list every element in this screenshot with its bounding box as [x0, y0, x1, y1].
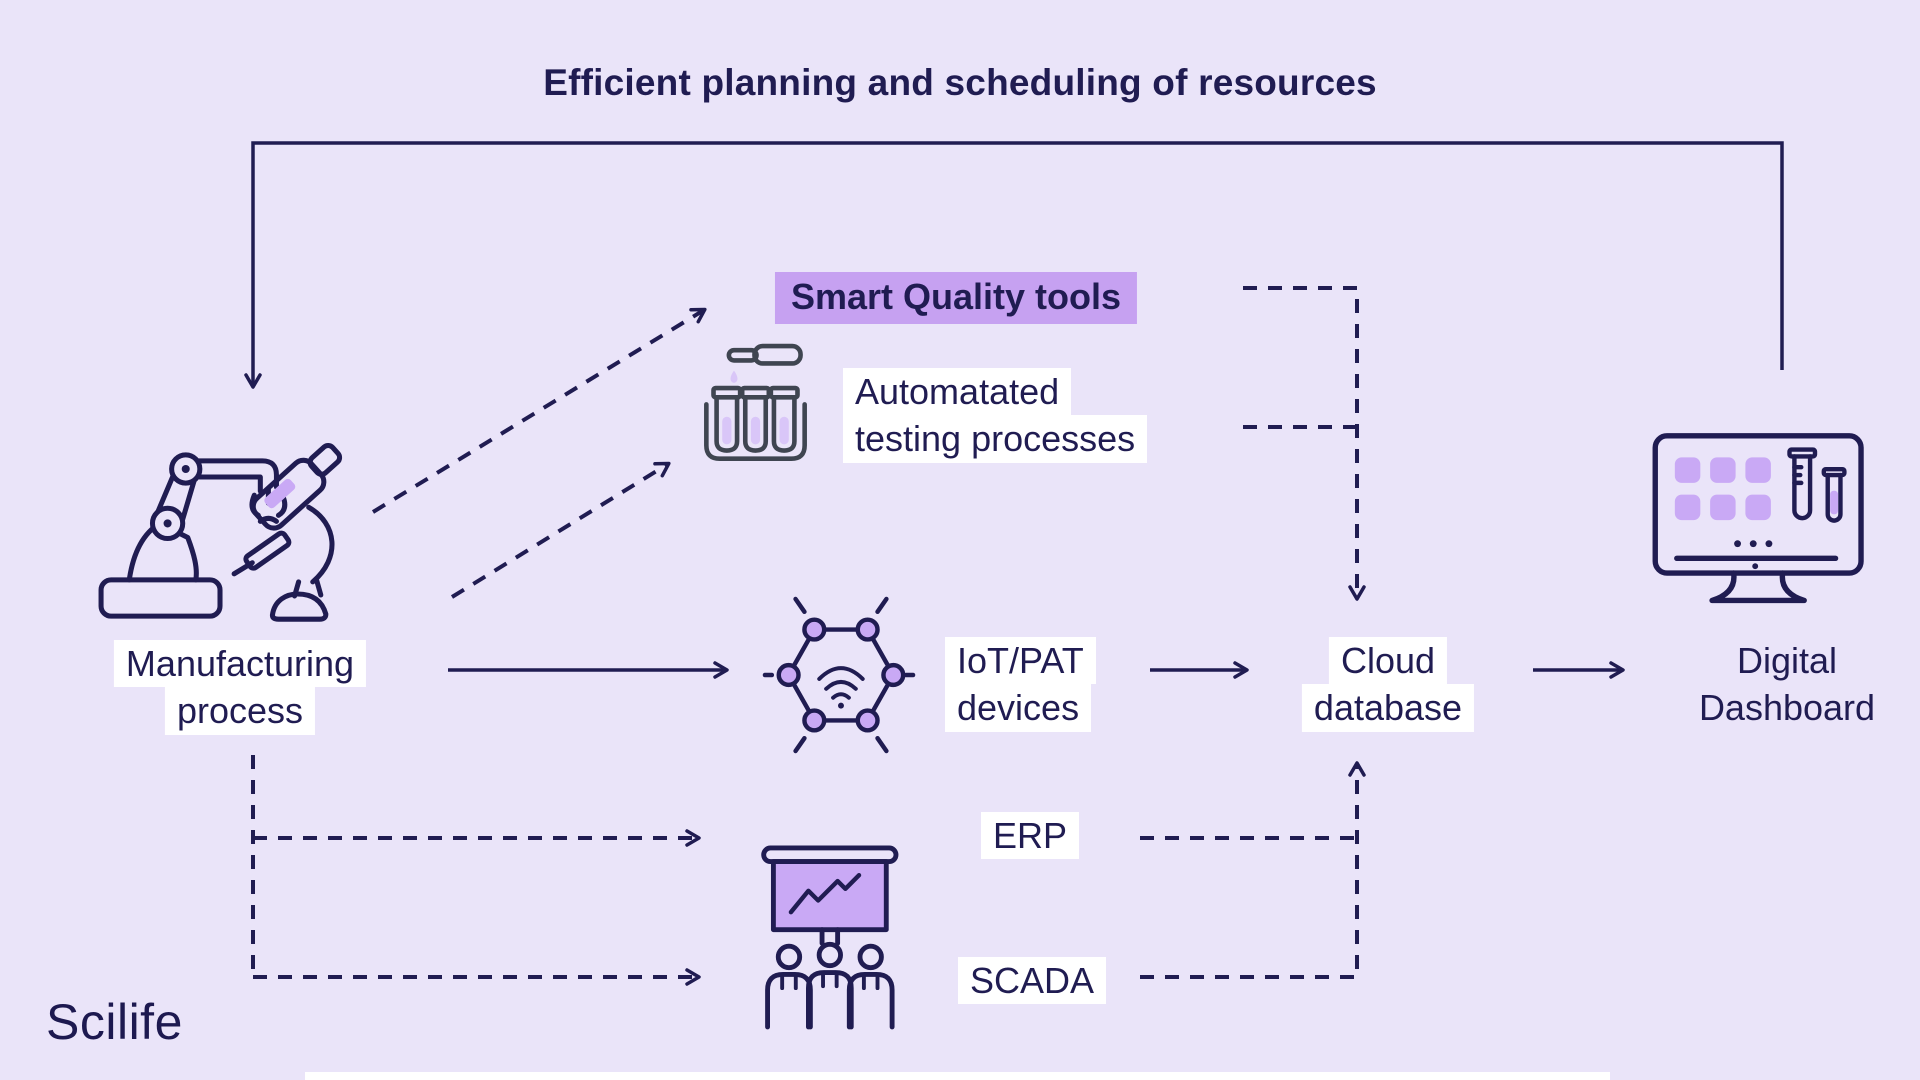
- iot-hexagon-icon: [762, 596, 916, 754]
- iot-line1: IoT/PAT: [945, 637, 1096, 685]
- automated-testing-label: Automatated testing processes: [843, 368, 1148, 463]
- erp-label: ERP: [980, 812, 1080, 860]
- automated-testing-line2: testing processes: [843, 415, 1148, 463]
- pipette-testtubes-icon: [698, 343, 813, 471]
- scada-icon: [752, 842, 932, 1032]
- scada-to-cloud-arrow: [1140, 761, 1366, 979]
- manufacturing-label: Manufacturing process: [113, 640, 367, 735]
- cloud-line2: database: [1301, 684, 1475, 732]
- team-icon: [765, 941, 895, 1030]
- erp-text: ERP: [980, 812, 1080, 860]
- smartquality-to-cloud-arrow: [1243, 286, 1366, 601]
- cloud-label: Cloud database: [1301, 637, 1475, 732]
- smart-quality-label: Smart Quality tools: [774, 272, 1138, 324]
- robot-arm-icon: [98, 452, 288, 619]
- cloud-line1: Cloud: [1328, 637, 1448, 685]
- presentation-board-icon: [761, 845, 899, 946]
- scilife-logo: Scilife: [46, 994, 183, 1050]
- digital-line2: Dashboard: [1698, 687, 1876, 729]
- feedback-loop-arrow: [244, 141, 1784, 389]
- scada-text: SCADA: [957, 957, 1107, 1005]
- wifi-icon: [817, 666, 865, 709]
- manufacturing-line1: Manufacturing: [113, 640, 367, 688]
- monitor-dashboard-icon: [1645, 428, 1885, 624]
- microscope-icon: [231, 442, 343, 622]
- manufacturing-line2: process: [164, 687, 316, 735]
- testtube-glyphs: [1787, 447, 1847, 523]
- scada-label: SCADA: [957, 957, 1107, 1005]
- iot-line2: devices: [945, 684, 1092, 732]
- digital-dashboard-label: Digital Dashboard: [1699, 637, 1875, 732]
- mfg-to-smartquality-arrow: [371, 307, 707, 514]
- mfg-to-testing-arrow: [450, 461, 671, 599]
- automated-testing-line1: Automatated: [843, 368, 1072, 416]
- bottom-strip: [305, 1072, 1610, 1080]
- iot-label: IoT/PAT devices: [945, 637, 1096, 732]
- manufacturing-icon: [93, 442, 345, 624]
- page-title: Efficient planning and scheduling of res…: [543, 62, 1377, 103]
- digital-line1: Digital: [1736, 640, 1838, 681]
